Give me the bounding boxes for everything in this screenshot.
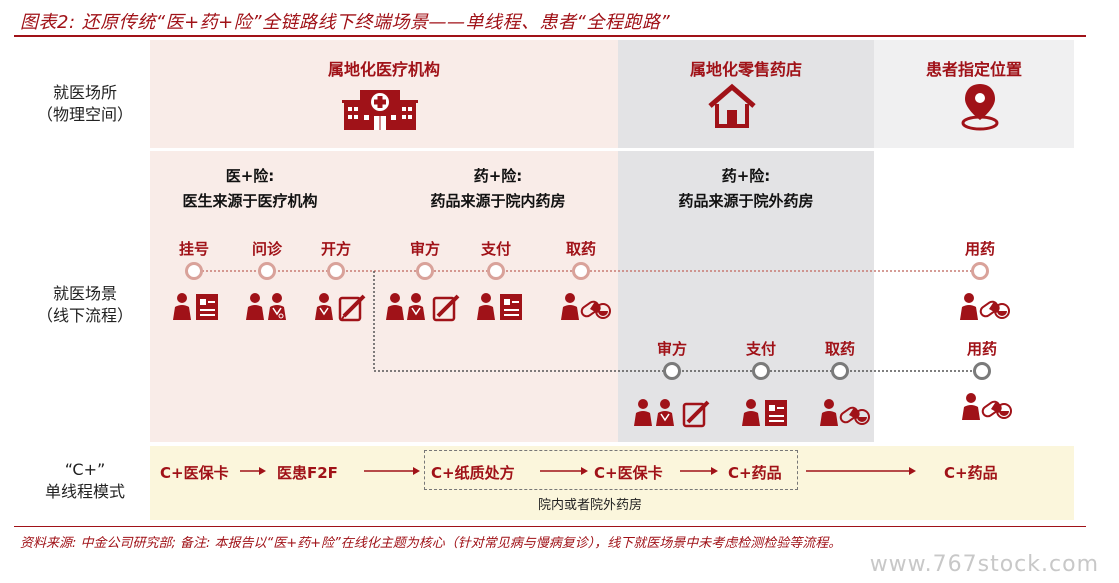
step-prescribe: 开方 (320, 240, 352, 258)
location-pin-icon (961, 84, 999, 131)
step-consultation: 问诊 (251, 240, 283, 258)
node-pay-top (487, 262, 505, 280)
house-icon (708, 83, 756, 128)
node-review-bottom (663, 362, 681, 380)
row-label-mode: “C+” 单线程模式 (44, 460, 125, 501)
header-patient: 患者指定位置 (925, 60, 1022, 79)
node-consultation (258, 262, 276, 280)
watermark: www.767stock.com (869, 552, 1099, 577)
block-outside-drug: 药+险:药品来源于院外药房 (678, 167, 814, 210)
pharmacy-box-note: 院内或者院外药房 (538, 498, 643, 513)
node-pay-bottom (752, 362, 770, 380)
step-use-top: 用药 (964, 240, 996, 258)
step-pickup-bottom: 取药 (824, 340, 856, 358)
row-label-scene: 就医场景 （线下流程） (36, 284, 133, 325)
node-use-top (971, 262, 989, 280)
step-use-bottom: 用药 (966, 340, 998, 358)
hospital-icon (342, 90, 418, 130)
patient-icon (173, 293, 218, 320)
top-rule (14, 35, 1086, 37)
step-pickup-top: 取药 (565, 240, 597, 258)
pills-icon (962, 393, 1012, 420)
flow-insurance-card-1: C+医保卡 (160, 464, 229, 482)
bottom-rule (14, 526, 1086, 527)
pills-icon (820, 399, 870, 426)
pills-icon (960, 293, 1010, 320)
pen-paper-icon (315, 293, 366, 322)
source-note: 资料来源: 中金公司研究部; 备注: 本报告以“医+药+险”在线化主题为核心（针… (20, 536, 842, 551)
row-label-space: 就医场所 （物理空间） (36, 83, 133, 124)
node-use-bottom (973, 362, 991, 380)
pen-paper-icon (386, 293, 460, 322)
flow-insurance-card-2: C+医保卡 (594, 464, 663, 482)
node-pickup-bottom (831, 362, 849, 380)
flow-paper-prescription: C+纸质处方 (431, 464, 515, 482)
node-pickup-top (572, 262, 590, 280)
node-review-top (416, 262, 434, 280)
figure-title: 图表2: 还原传统“医+药+险”全链路线下终端场景——单线程、患者“全程跑路” (20, 12, 671, 33)
step-pay-bottom: 支付 (745, 340, 777, 358)
block-medical: 医+险:医生来源于医疗机构 (182, 167, 318, 210)
step-registration: 挂号 (178, 240, 210, 258)
row-divider (150, 148, 1074, 151)
node-registration (185, 262, 203, 280)
form-icon (477, 293, 522, 320)
form-icon (742, 399, 787, 426)
flow-drug-1: C+药品 (728, 464, 782, 482)
flow-drug-2: C+药品 (944, 464, 998, 482)
step-pay-top: 支付 (480, 240, 512, 258)
step-review-top: 审方 (409, 240, 441, 258)
doctor-icon (246, 293, 286, 320)
mode-bg (150, 446, 1074, 520)
pharmacy-dashed-box (424, 450, 798, 490)
flow-f2f: 医患F2F (277, 464, 338, 482)
header-pharmacy: 属地化零售药店 (689, 60, 802, 79)
node-prescribe (327, 262, 345, 280)
pills-icon (561, 293, 611, 320)
block-inhouse-drug: 药+险:药品来源于院内药房 (430, 167, 566, 210)
header-hospital: 属地化医疗机构 (327, 60, 440, 79)
step-review-bottom: 审方 (656, 340, 688, 358)
pen-paper-icon (634, 399, 710, 428)
